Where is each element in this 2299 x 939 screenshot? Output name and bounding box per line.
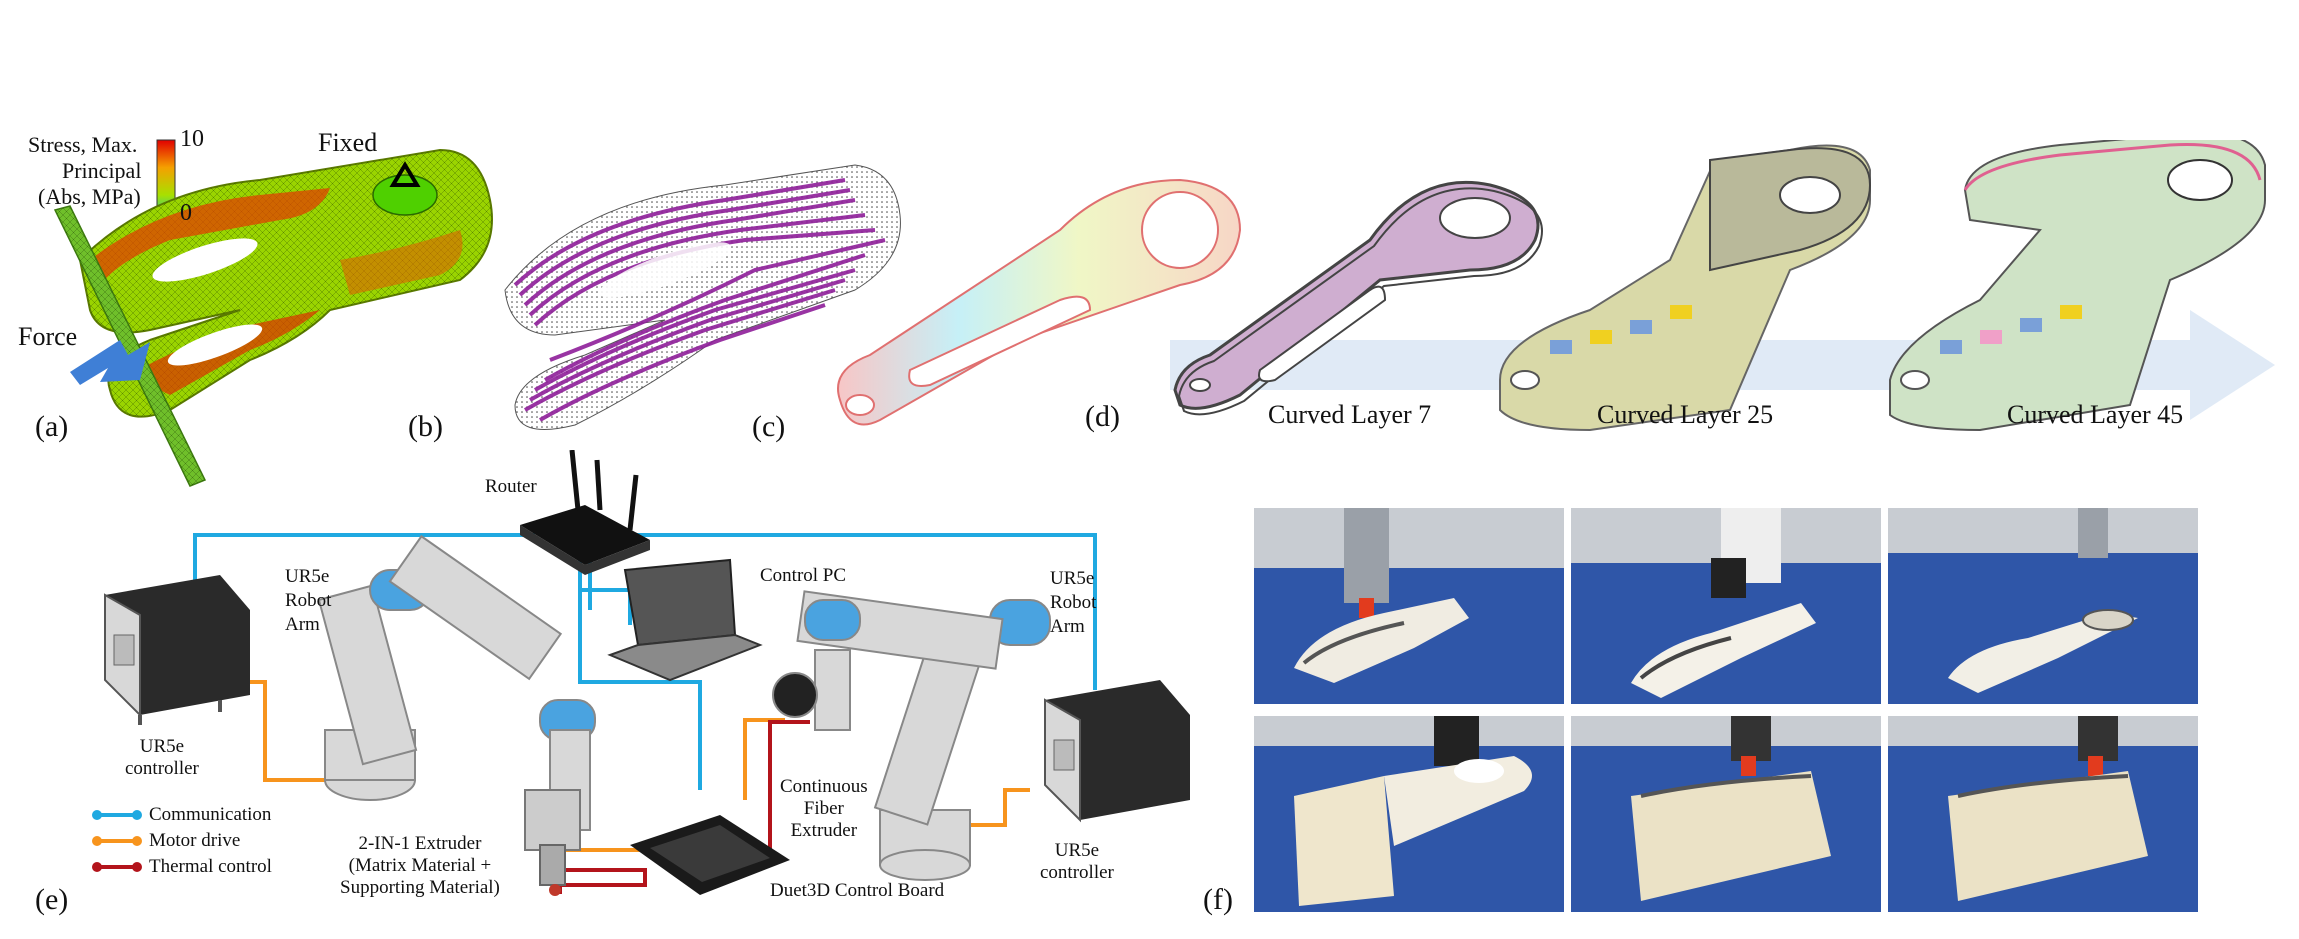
legend-thermal: Thermal control (92, 856, 272, 878)
extruder-2in1-line1: 2-IN-1 Extruder (358, 833, 482, 854)
extruder-2in1 (524, 789, 581, 896)
controller-right (1044, 680, 1190, 823)
panel-b-fiber-paths (504, 164, 901, 430)
layer45-part (1889, 140, 2266, 432)
stress-label-line3: (Abs, MPa) (38, 184, 141, 209)
control-pc-label: Control PC (760, 565, 847, 586)
control-pc (607, 558, 763, 682)
extruder-2in1-label: 2-IN-1 Extruder (Matrix Material + Suppo… (340, 833, 500, 899)
panel-d-letter: (d) (1085, 400, 1120, 433)
robot-left-label: UR5e Robot Arm (285, 565, 331, 637)
caption-layer-45: Curved Layer 45 (2007, 400, 2184, 429)
legend-motor: Motor drive (92, 830, 241, 852)
print-photo-2 (1571, 508, 1881, 704)
legend-motor-line (92, 836, 142, 846)
robot-left-line1: UR5e (285, 566, 330, 587)
extruder-2in1-line2: (Matrix Material + (348, 855, 492, 876)
stress-label-line1: Stress, Max. (28, 132, 138, 157)
layer25-part (1499, 144, 1872, 432)
layer7-part (1173, 180, 1543, 416)
panel-e-system-diagram (104, 450, 1190, 896)
router (520, 450, 650, 575)
scale-max: 10 (180, 126, 204, 152)
panel-d-curved-layers (1170, 140, 2275, 432)
legend-communication-line (92, 810, 142, 820)
panel-c-stress-layer (837, 178, 1242, 426)
legend-thermal-text: Thermal control (149, 856, 272, 877)
fiber-extruder-line2: Fiber (803, 798, 844, 819)
print-photo-3 (1888, 508, 2198, 704)
panel-c-letter: (c) (752, 410, 786, 443)
extruder-2in1-line3: Supporting Material) (340, 877, 500, 898)
router-label: Router (485, 476, 537, 497)
controller-left-line1: UR5e (139, 736, 185, 757)
duet3d-board (630, 815, 790, 895)
caption-layer-7: Curved Layer 7 (1268, 400, 1432, 429)
board-label: Duet3D Control Board (770, 880, 945, 901)
controller-left (104, 575, 250, 725)
controller-left-label: UR5e controller (125, 736, 199, 780)
robot-arm-left (317, 534, 596, 831)
fiber-extruder-label: Continuous Fiber Extruder (780, 776, 868, 842)
fiber-extruder-line1: Continuous (780, 776, 868, 797)
controller-right-line2: controller (1040, 862, 1114, 883)
panel-a-letter: (a) (35, 410, 69, 443)
robot-right-line2: Robot (1050, 592, 1097, 613)
panel-a-fea-model (53, 139, 493, 487)
robot-right-label: UR5e Robot Arm (1050, 567, 1096, 639)
fixed-label: Fixed (318, 128, 378, 157)
panel-e-letter: (e) (35, 883, 69, 916)
print-photo-6 (1888, 716, 2198, 912)
controller-left-line2: controller (125, 758, 199, 779)
robot-right-line3: Arm (1050, 616, 1085, 637)
fiber-extruder-line3: Extruder (790, 820, 858, 841)
controller-right-line1: UR5e (1054, 840, 1100, 861)
scale-min: 0 (180, 200, 192, 226)
robot-right-line1: UR5e (1050, 568, 1095, 589)
robot-left-line3: Arm (285, 614, 320, 635)
panel-b-letter: (b) (408, 410, 443, 443)
print-photo-1 (1254, 508, 1564, 704)
legend-communication: Communication (92, 804, 272, 826)
caption-layer-25: Curved Layer 25 (1597, 400, 1774, 429)
robot-left-line2: Robot (285, 590, 332, 611)
stress-label-line2: Principal (62, 158, 142, 183)
robot-arm-right (772, 590, 1051, 881)
print-photo-5 (1571, 716, 1881, 912)
force-label: Force (18, 322, 78, 351)
legend-communication-text: Communication (149, 804, 272, 825)
legend-motor-text: Motor drive (149, 830, 241, 851)
print-photo-4 (1254, 716, 1564, 912)
legend-thermal-line (92, 862, 142, 872)
panel-f-letter: (f) (1203, 883, 1233, 916)
controller-right-label: UR5e controller (1040, 840, 1114, 884)
